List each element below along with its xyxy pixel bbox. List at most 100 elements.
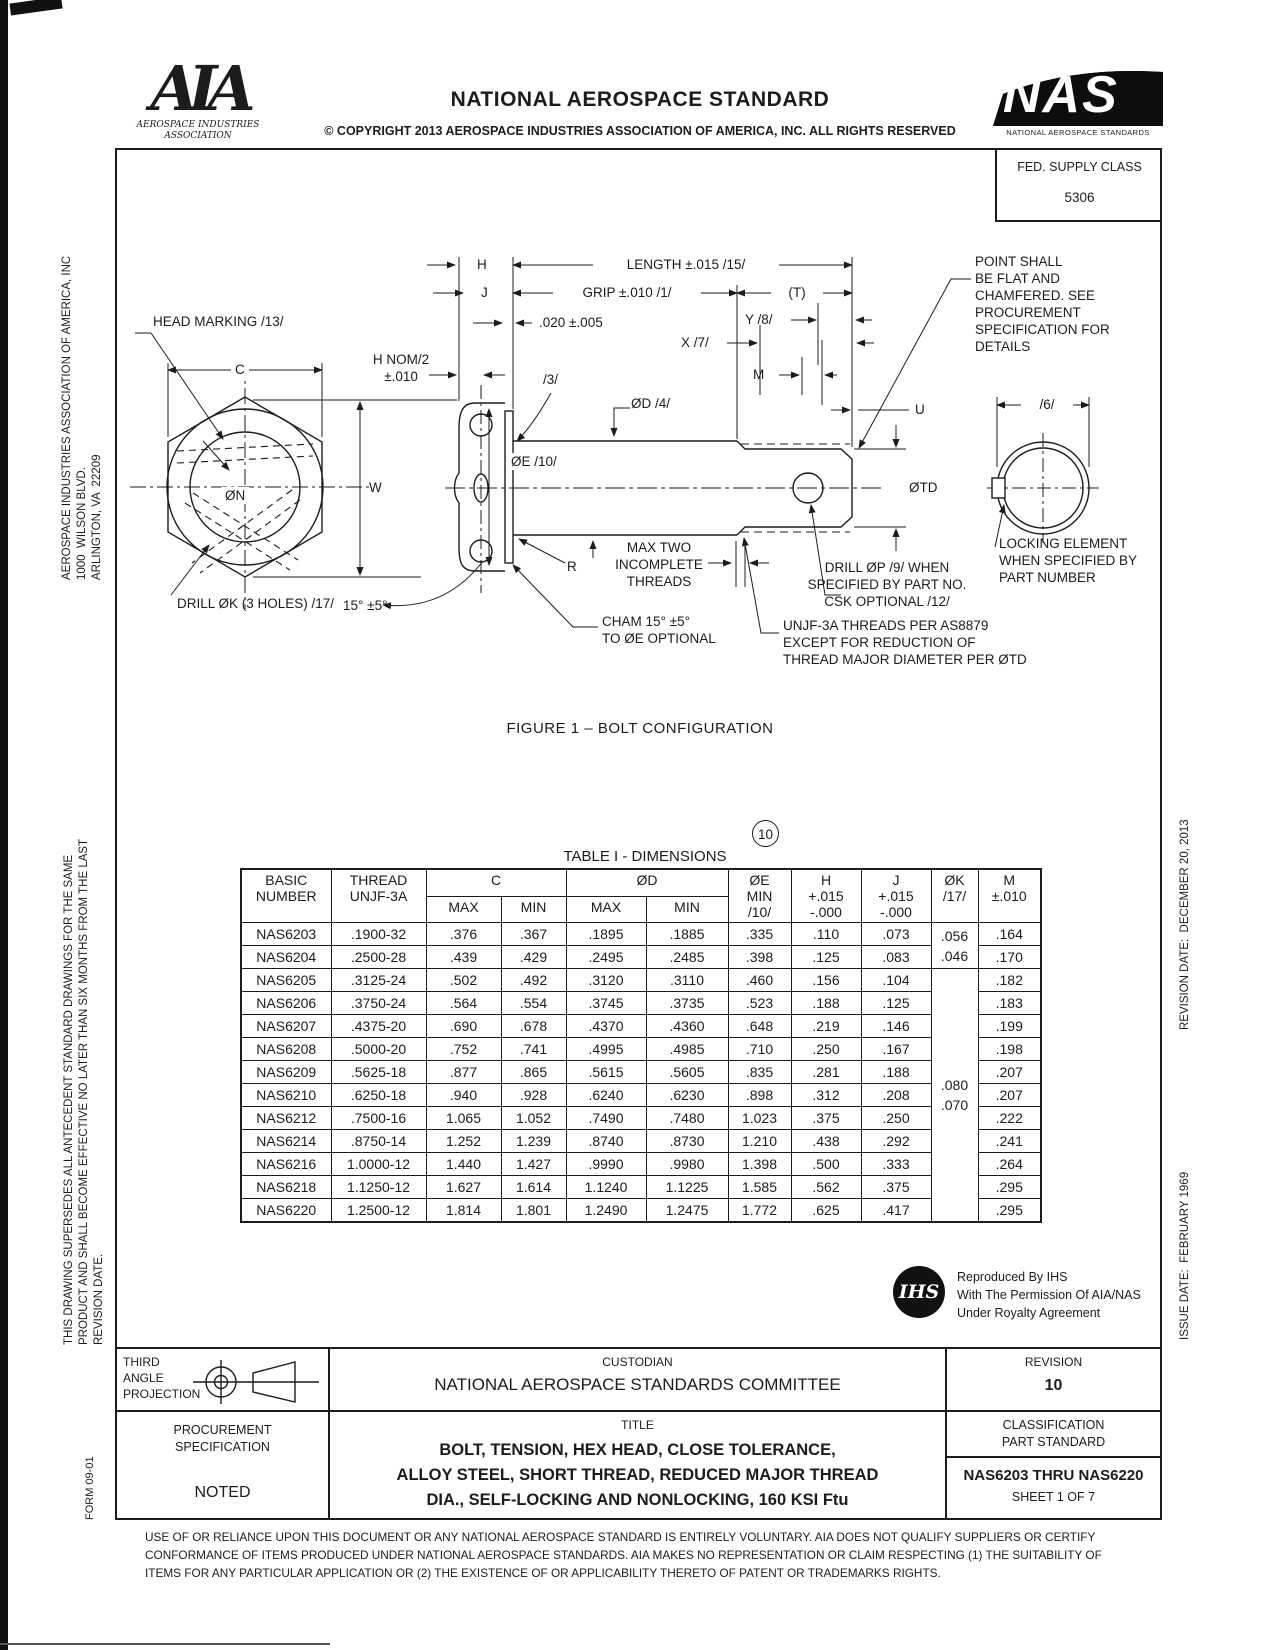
- margin-revision-date: REVISION DATE: DECEMBER 20, 2013: [1179, 819, 1191, 1030]
- table-cell: .690: [425, 1014, 502, 1038]
- table-cell: NAS6209: [240, 1060, 332, 1084]
- label-x7: X /7/: [681, 335, 709, 350]
- label-locking-element: LOCKING ELEMENT WHEN SPECIFIED BY PART N…: [999, 536, 1138, 585]
- table-cell: NAS6216: [240, 1152, 332, 1176]
- part-number-box: NAS6203 THRU NAS6220 SHEET 1 OF 7: [945, 1456, 1162, 1520]
- table-cell: .199: [977, 1014, 1042, 1038]
- table-cell: .752: [425, 1037, 502, 1061]
- label-head-marking: HEAD MARKING /13/: [153, 314, 284, 329]
- scan-edge-bar: [0, 0, 8, 1650]
- table-cell: .502: [425, 968, 502, 992]
- copyright-line: © COPYRIGHT 2013 AEROSPACE INDUSTRIES AS…: [324, 124, 956, 138]
- table-cell: .4360: [645, 1014, 729, 1038]
- table-cell: .182: [977, 968, 1042, 992]
- table-cell: .2500-28: [330, 945, 427, 969]
- label-15deg: 15° ±5°: [343, 598, 388, 613]
- bolt-drawing-linework: [130, 257, 1099, 634]
- table-cell: .6230: [645, 1083, 729, 1107]
- table-cell: NAS6214: [240, 1129, 332, 1153]
- table-cell: .7490: [565, 1106, 647, 1130]
- label-c: C: [231, 361, 249, 378]
- table-cell: .648: [727, 1014, 792, 1038]
- table-cell: .898: [727, 1083, 792, 1107]
- table-cell: NAS6207: [240, 1014, 332, 1038]
- col-basic-number: BASIC NUMBER: [240, 868, 332, 923]
- table-cell: 1.0000-12: [330, 1152, 427, 1176]
- aia-logo-subtext: AEROSPACE INDUSTRIES ASSOCIATION: [136, 120, 260, 141]
- table-cell: NAS6212: [240, 1106, 332, 1130]
- table-cell: .250: [860, 1106, 932, 1130]
- table-cell: 1.814: [425, 1198, 502, 1223]
- table-cell: .438: [790, 1129, 862, 1153]
- margin-address: AEROSPACE INDUSTRIES ASSOCIATION OF AMER…: [61, 255, 103, 580]
- table-cell: .292: [860, 1129, 932, 1153]
- table-cell: .439: [425, 945, 502, 969]
- table-cell: .678: [500, 1014, 567, 1038]
- procurement-box: PROCUREMENT SPECIFICATION NOTED: [115, 1410, 330, 1520]
- table-cell: .156: [790, 968, 862, 992]
- table-cell: .125: [790, 945, 862, 969]
- custodian-box: CUSTODIAN NATIONAL AEROSPACE STANDARDS C…: [328, 1347, 947, 1412]
- table-cell: .562: [790, 1175, 862, 1199]
- table-cell: 1.065: [425, 1106, 502, 1130]
- table-cell: .4995: [565, 1037, 647, 1061]
- table-cell: 1.585: [727, 1175, 792, 1199]
- table-cell: .183: [977, 991, 1042, 1015]
- figure-1-bolt-drawing: HEAD MARKING /13/ C ØN W DRILL ØK (3 HOL…: [115, 245, 1162, 720]
- table-header: BASIC NUMBER THREAD UNJF-3A C ØD ØE MIN …: [240, 868, 1042, 924]
- table-cell: .6240: [565, 1083, 647, 1107]
- table-cell: .625: [790, 1198, 862, 1223]
- table-cell: 1.627: [425, 1175, 502, 1199]
- dimension-table-body: NAS6203.1900-32.376.367.1895.1885.335.11…: [240, 922, 1042, 1223]
- classification-box: CLASSIFICATION PART STANDARD: [945, 1410, 1162, 1458]
- table-cell: .295: [977, 1175, 1042, 1199]
- table-row: NAS6205.3125-24.502.492.3120.3110.460.15…: [240, 968, 1042, 1223]
- table-cell: .2485: [645, 945, 729, 969]
- table-cell: 1.440: [425, 1152, 502, 1176]
- table-cell: 1.052: [500, 1106, 567, 1130]
- ok-merged-cell: .080 .070: [930, 968, 979, 1223]
- col-h: H +.015 -.000: [790, 868, 862, 923]
- table-cell: .865: [500, 1060, 567, 1084]
- label-h-nom: H NOM/2 ±.010: [372, 352, 430, 384]
- document-title: BOLT, TENSION, HEX HEAD, CLOSE TOLERANCE…: [396, 1441, 879, 1509]
- table-cell: .281: [790, 1060, 862, 1084]
- table-cell: .5615: [565, 1060, 647, 1084]
- label-on: ØN: [221, 487, 250, 504]
- table-cell: 1.398: [727, 1152, 792, 1176]
- table-cell: .5000-20: [330, 1037, 427, 1061]
- third-angle-projection-label: THIRD ANGLE PROJECTION: [123, 1355, 201, 1401]
- dimension-table: BASIC NUMBER THREAD UNJF-3A C ØD ØE MIN …: [240, 868, 1042, 1223]
- label-w: W: [369, 480, 382, 495]
- table-cell: .928: [500, 1083, 567, 1107]
- table-cell: .523: [727, 991, 792, 1015]
- table-cell: .5625-18: [330, 1060, 427, 1084]
- table-cell: NAS6204: [240, 945, 332, 969]
- table-row: NAS6210.6250-18.940.928.6240.6230.898.31…: [240, 1083, 1042, 1107]
- revision-label: REVISION: [1024, 1355, 1083, 1369]
- col-ok: ØK /17/: [930, 868, 979, 923]
- table-cell: .333: [860, 1152, 932, 1176]
- table-cell: .375: [790, 1106, 862, 1130]
- procurement-label: PROCUREMENT SPECIFICATION: [173, 1423, 272, 1454]
- hex-head-front-view: [130, 361, 370, 609]
- table-cell: .367: [500, 922, 567, 946]
- aia-logo: AIA AEROSPACE INDUSTRIES ASSOCIATION: [118, 58, 278, 142]
- table-cell: .8750-14: [330, 1129, 427, 1153]
- col-m: M ±.010: [977, 868, 1042, 923]
- label-j: J: [477, 284, 492, 301]
- label-note6: /6/: [1021, 396, 1073, 413]
- label-cham: CHAM 15° ±5° TO ØE OPTIONAL: [602, 614, 716, 646]
- col-oe: ØE MIN /10/: [727, 868, 792, 923]
- table-cell: 1.2475: [645, 1198, 729, 1223]
- table-cell: 1.801: [500, 1198, 567, 1223]
- page-title: NATIONAL AEROSPACE STANDARD: [450, 88, 830, 111]
- col-od-min: MIN: [645, 895, 729, 924]
- classification-label: CLASSIFICATION PART STANDARD: [1001, 1418, 1106, 1449]
- table-cell: .170: [977, 945, 1042, 969]
- fed-supply-class-box: FED. SUPPLY CLASS 5306: [995, 148, 1162, 222]
- table-cell: .460: [727, 968, 792, 992]
- label-y8: Y /8/: [745, 312, 773, 327]
- table-cell: .188: [790, 991, 862, 1015]
